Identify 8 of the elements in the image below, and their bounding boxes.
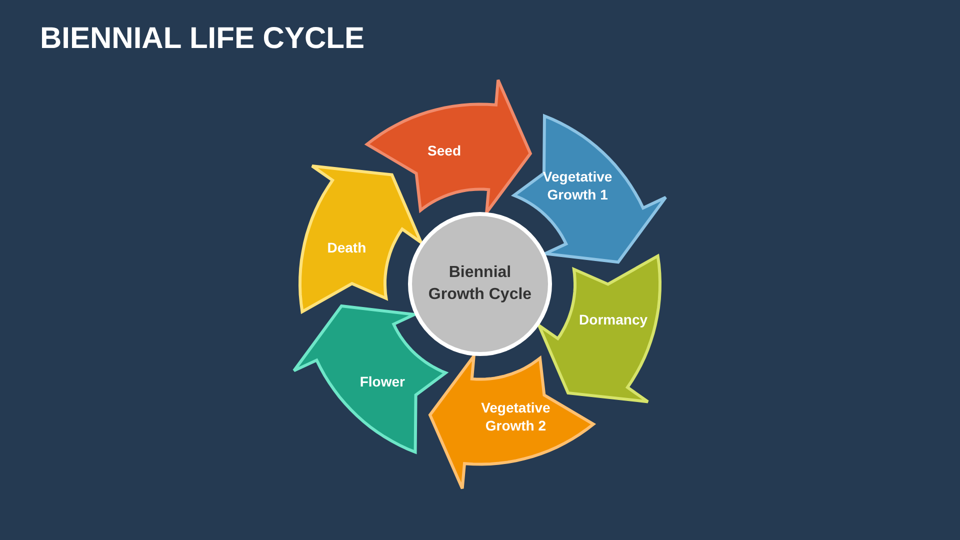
arrow-label: Dormancy (579, 310, 648, 328)
arrow-label: Death (327, 240, 366, 258)
arrow-label: Flower (360, 372, 405, 390)
arrow-label: Vegetative Growth 1 (542, 168, 614, 204)
arrow-label: Vegetative Growth 2 (480, 400, 552, 435)
arrow-label: Seed (428, 142, 461, 160)
circle-label: Biennial Growth Cycle (427, 263, 533, 305)
title: BIENNIAL LIFE CYCLE (40, 21, 364, 57)
